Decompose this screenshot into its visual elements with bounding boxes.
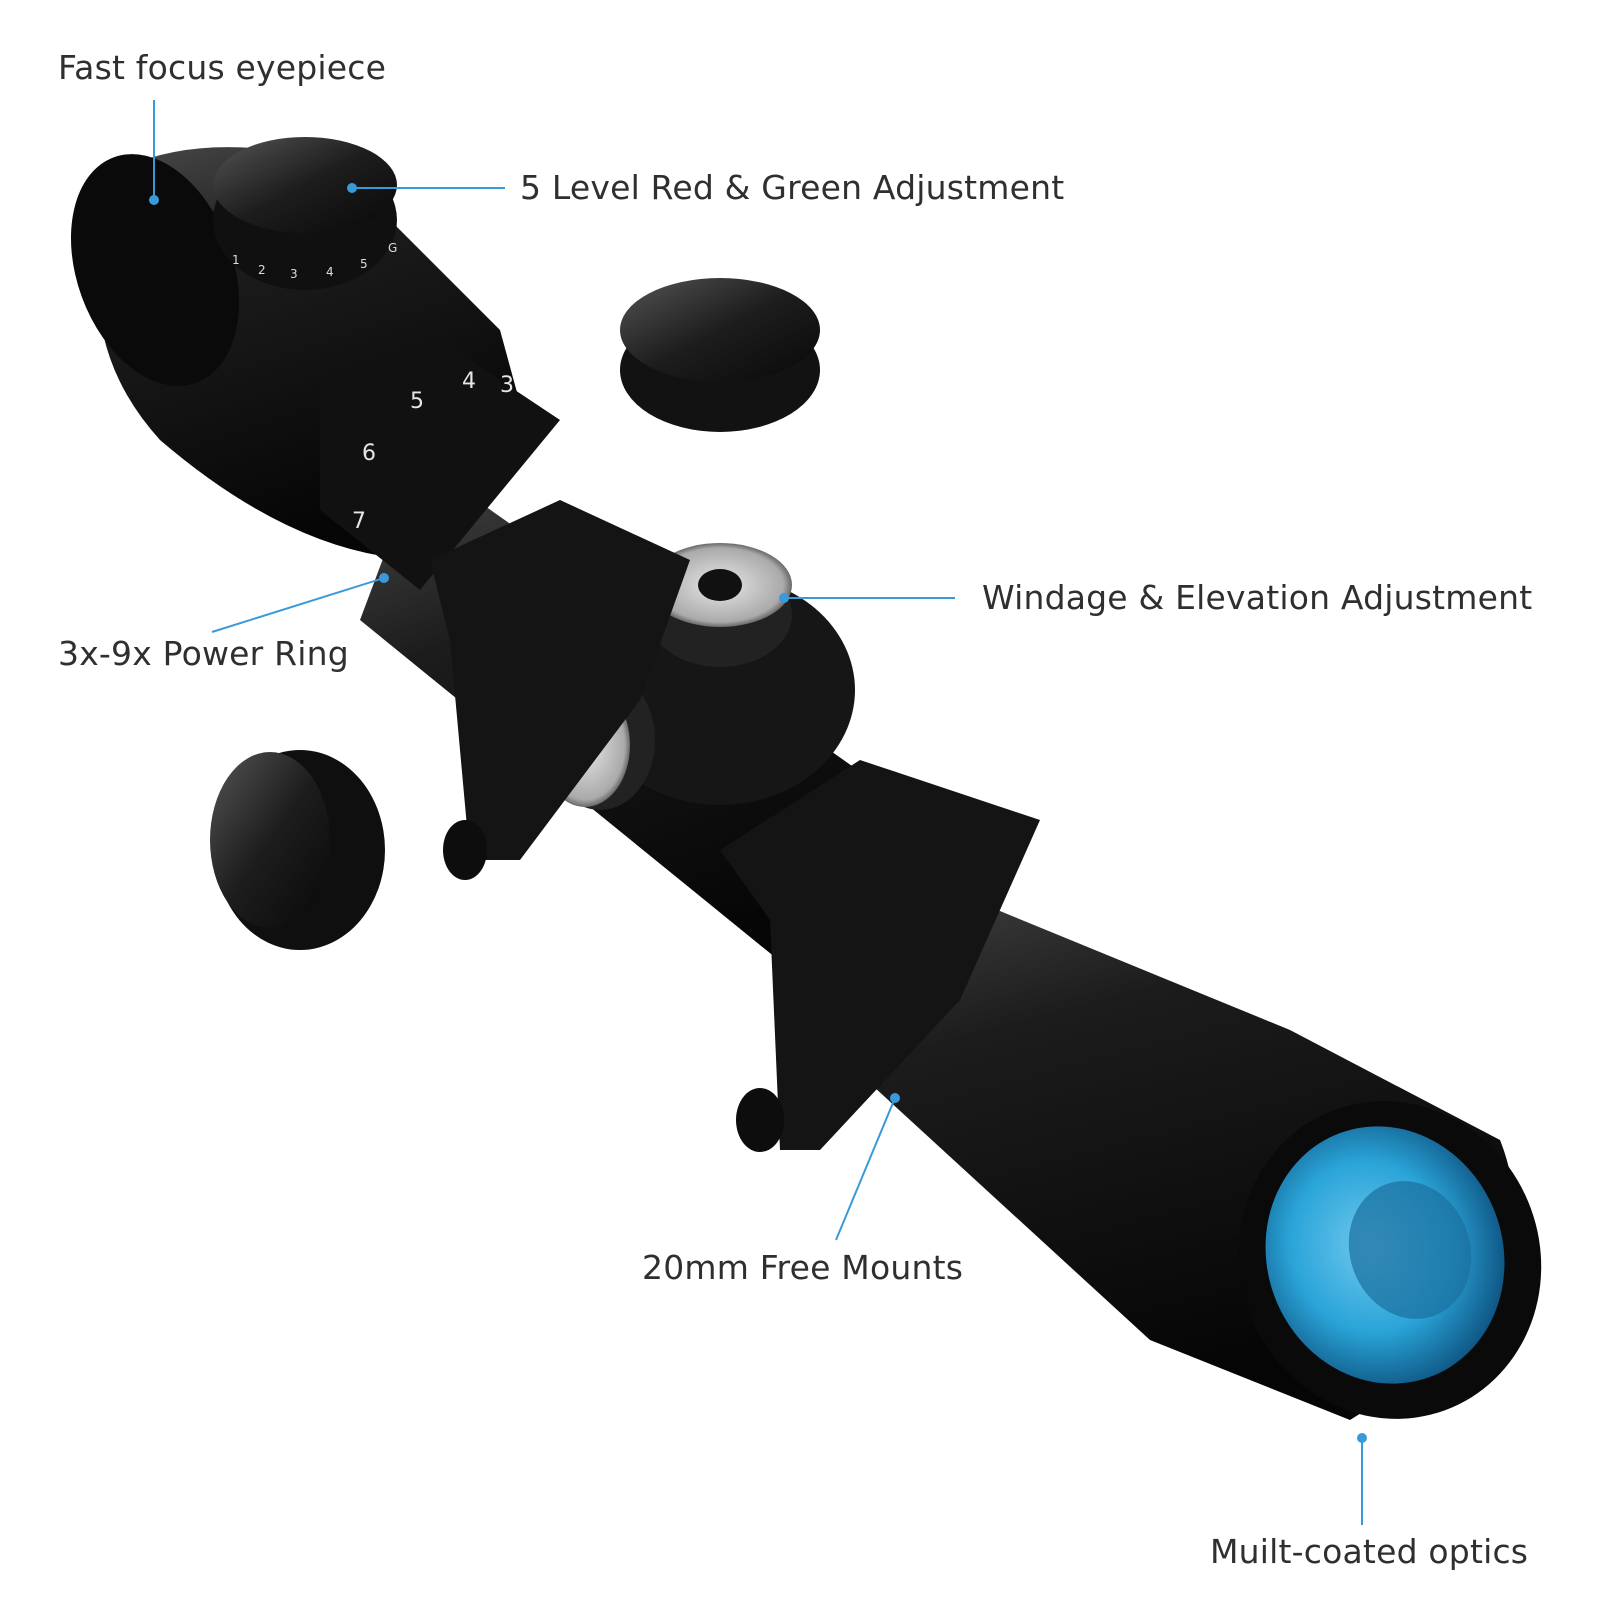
illum-mark-4: 4: [326, 265, 334, 279]
mount-rings: [430, 500, 1040, 1152]
callout-illumination-adjustment: 5 Level Red & Green Adjustment: [520, 168, 1065, 207]
illum-mark-3: 3: [290, 267, 298, 281]
callout-fast-focus-eyepiece: Fast focus eyepiece: [58, 48, 387, 87]
lens-cap-top: [620, 278, 820, 432]
illumination-knob: 1 2 3 4 5 G: [213, 137, 397, 290]
power-mark-7: 7: [352, 509, 366, 534]
illum-mark-g: G: [388, 241, 397, 255]
objective-lens: [1238, 1101, 1542, 1419]
power-mark-4: 4: [462, 369, 476, 394]
callout-mounts: 20mm Free Mounts: [642, 1248, 964, 1287]
illum-mark-2: 2: [258, 263, 266, 277]
callout-windage-elevation: Windage & Elevation Adjustment: [982, 578, 1533, 617]
callout-optics: Muilt-coated optics: [1210, 1532, 1529, 1571]
power-mark-3: 3: [500, 373, 514, 398]
illum-mark-5: 5: [360, 257, 368, 271]
callout-power-ring: 3x-9x Power Ring: [58, 634, 349, 673]
power-mark-5: 5: [410, 389, 424, 414]
power-mark-6: 6: [362, 441, 376, 466]
illum-mark-1: 1: [232, 253, 240, 267]
callout-leaders: [149, 100, 1367, 1525]
power-ring-marks: 3 4 5 6 7: [352, 369, 514, 534]
lens-cap-left: [210, 750, 385, 950]
